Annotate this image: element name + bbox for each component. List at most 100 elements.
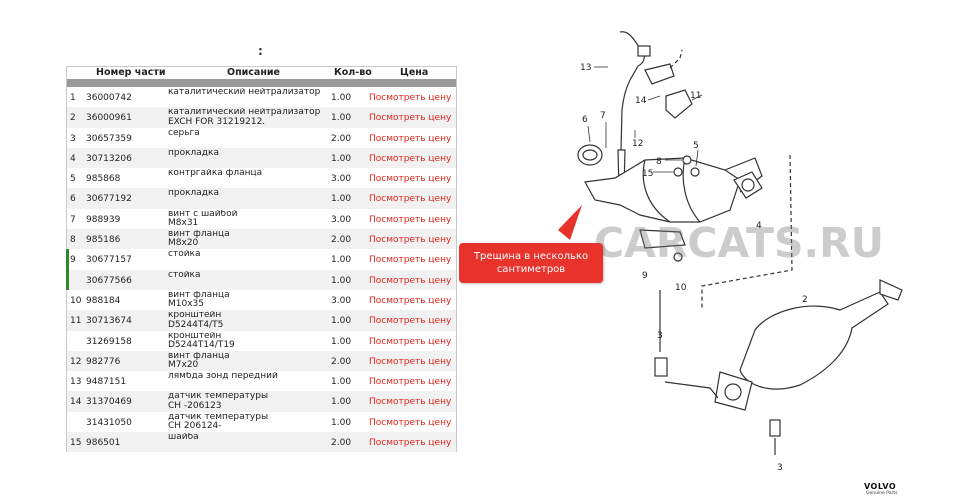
- row-index: 14: [70, 397, 82, 408]
- crack-callout: Трещина в несколько сантиметров: [459, 243, 603, 283]
- table-header: Номер части Описание Кол-во Цена: [67, 67, 456, 79]
- quantity: 1.00: [331, 397, 352, 408]
- bracket-14: [644, 63, 675, 85]
- view-price-link[interactable]: Посмотреть цену: [369, 417, 452, 428]
- quantity: 1.00: [331, 113, 352, 124]
- part-description: стойка: [168, 271, 320, 280]
- callout-num-3-lower: 3: [777, 463, 783, 473]
- part-description: прокладка: [168, 189, 320, 198]
- description-line: шайба: [168, 433, 199, 443]
- callout-line-2: сантиметров: [496, 264, 566, 275]
- stand-9: [639, 229, 686, 249]
- view-price-link[interactable]: Посмотреть цену: [369, 214, 452, 225]
- part-number: 30713674: [86, 316, 132, 327]
- callout-line-1: Трещина в несколько: [473, 251, 589, 262]
- quantity: 3.00: [331, 174, 352, 185]
- quantity: 1.00: [331, 316, 352, 327]
- part-number: 31269158: [86, 336, 132, 347]
- view-price-link[interactable]: Посмотреть цену: [369, 275, 452, 286]
- callout-num-5: 5: [693, 141, 699, 151]
- description-line: M8x31: [168, 218, 199, 229]
- quantity: 1.00: [331, 194, 352, 205]
- header-part-number: Номер части: [96, 67, 166, 78]
- gasket-4: [733, 171, 763, 199]
- part-number: 30657359: [86, 133, 132, 144]
- view-price-link[interactable]: Посмотреть цену: [369, 397, 452, 408]
- quantity: 3.00: [331, 295, 352, 306]
- catalyst-lower: [739, 291, 889, 390]
- volvo-logo: VOLVO: [864, 482, 897, 491]
- callout-num-10: 10: [675, 283, 687, 293]
- part-number: 30677157: [86, 255, 132, 266]
- row-index: 11: [70, 316, 82, 327]
- part-description: лямбда зонд передний: [168, 372, 320, 381]
- quantity: 3.00: [331, 214, 352, 225]
- row-index: 2: [70, 113, 76, 124]
- view-price-link[interactable]: Посмотреть цену: [369, 336, 452, 347]
- callout-num-13: 13: [580, 63, 591, 73]
- callout-num-14: 14: [635, 96, 647, 106]
- description-line: D5244T4/T5: [168, 319, 224, 330]
- part-number: 30713206: [86, 153, 132, 164]
- row-selection-marker: [66, 249, 69, 270]
- view-price-link[interactable]: Посмотреть цену: [369, 438, 452, 449]
- hanger-3-upper: [654, 357, 668, 377]
- part-number: 31370469: [86, 397, 132, 408]
- view-price-link[interactable]: Посмотреть цену: [369, 255, 452, 266]
- description-line: M8x20: [168, 238, 199, 249]
- view-price-link[interactable]: Посмотреть цену: [369, 133, 452, 144]
- row-index: 12: [70, 356, 82, 367]
- description-line: каталитический нейтрализатор, з: [168, 108, 320, 118]
- view-price-link[interactable]: Посмотреть цену: [369, 356, 452, 367]
- gasket-6: [577, 144, 603, 166]
- view-price-link[interactable]: Посмотреть цену: [369, 377, 452, 388]
- view-price-link[interactable]: Посмотреть цену: [369, 316, 452, 327]
- description-line: кронштейн: [168, 331, 222, 341]
- description-line: прокладка: [168, 148, 219, 158]
- description-line: кронштейн: [168, 311, 222, 321]
- part-description: каталитический нейтрализатор, з: [168, 88, 320, 97]
- callout-num-8: 8: [656, 157, 662, 167]
- row-index: 4: [70, 153, 76, 164]
- row-index: 3: [70, 133, 76, 144]
- callout-num-4: 4: [756, 221, 762, 231]
- part-description: контргайка фланца: [168, 169, 320, 178]
- view-price-link[interactable]: Посмотреть цену: [369, 153, 452, 164]
- exhaust-pipe-lower: [664, 381, 719, 399]
- row-index: 10: [70, 295, 82, 306]
- view-price-link[interactable]: Посмотреть цену: [369, 93, 452, 103]
- description-line: прокладка: [168, 189, 219, 199]
- view-price-link[interactable]: Посмотреть цену: [369, 235, 452, 246]
- quantity: 1.00: [331, 275, 352, 286]
- quantity: 1.00: [331, 377, 352, 388]
- quantity: 2.00: [331, 235, 352, 246]
- view-price-link[interactable]: Посмотреть цену: [369, 295, 452, 306]
- callout-num-11: 11: [690, 91, 701, 101]
- part-number: 982776: [86, 356, 121, 367]
- part-number: 30677566: [86, 275, 132, 286]
- lambda-sensor-cable: [619, 31, 645, 111]
- view-price-link[interactable]: Посмотреть цену: [369, 113, 452, 124]
- description-line: M10x35: [168, 299, 204, 310]
- nut-5: [690, 167, 700, 177]
- view-price-link[interactable]: Посмотреть цену: [369, 194, 452, 205]
- volvo-logo-subtitle: Genuine Parts: [866, 491, 898, 496]
- outlet-flange-2: [879, 279, 903, 301]
- callout-num-15: 15: [642, 169, 653, 179]
- view-price-link[interactable]: Посмотреть цену: [369, 174, 452, 185]
